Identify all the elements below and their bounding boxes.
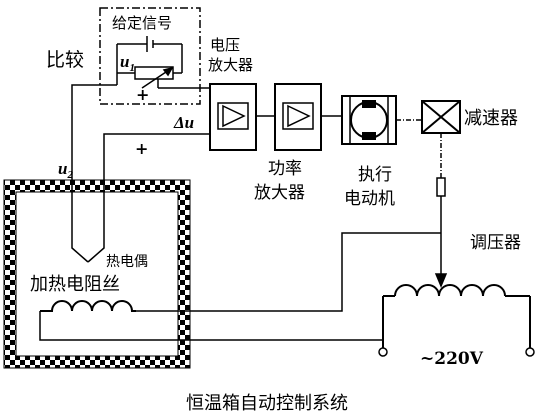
motor-label-1: 执行 [358,165,392,185]
shaft [434,133,448,288]
heating-coil-icon [40,300,136,312]
heater-wires [39,232,441,341]
reducer-icon [421,100,461,134]
voltage-amp-label-1: 电压 [210,36,240,54]
u1-label: u1 [120,52,135,74]
reducer-label: 减速器 [464,108,518,129]
power-amp-label-2: 放大器 [254,183,305,203]
oven-wall [3,179,191,369]
motor-label-2: 电动机 [344,189,395,209]
heating-wire-label: 加热电阻丝 [30,274,120,295]
caption: 恒温箱自动控制系统 [186,393,348,414]
power-amplifier-block [274,83,322,151]
feedback-wires [71,73,210,263]
potentiometer-icon [117,66,211,103]
regulator-label: 调压器 [470,233,521,253]
reference-signal-label: 给定信号 [112,14,172,32]
reference-signal-box [99,7,201,105]
terminal-left [378,347,388,357]
power-amp-label-1: 功率 [268,159,302,179]
voltage-label: ~220V [420,349,484,369]
u2-label: u2 [58,159,73,181]
terminal-right [525,347,535,357]
battery-icon [116,36,183,73]
thermocouple-label: 热电偶 [106,254,148,270]
regulator-coil-icon [382,284,531,348]
voltage-amp-label-2: 放大器 [208,56,253,74]
delta-u-label: Δu [173,113,194,132]
compare-label: 比较 [46,49,84,71]
plus-sign-2: + [135,139,148,158]
plus-sign-1: + [136,85,149,104]
voltage-amplifier-block [209,83,257,151]
motor-icon [341,95,397,145]
